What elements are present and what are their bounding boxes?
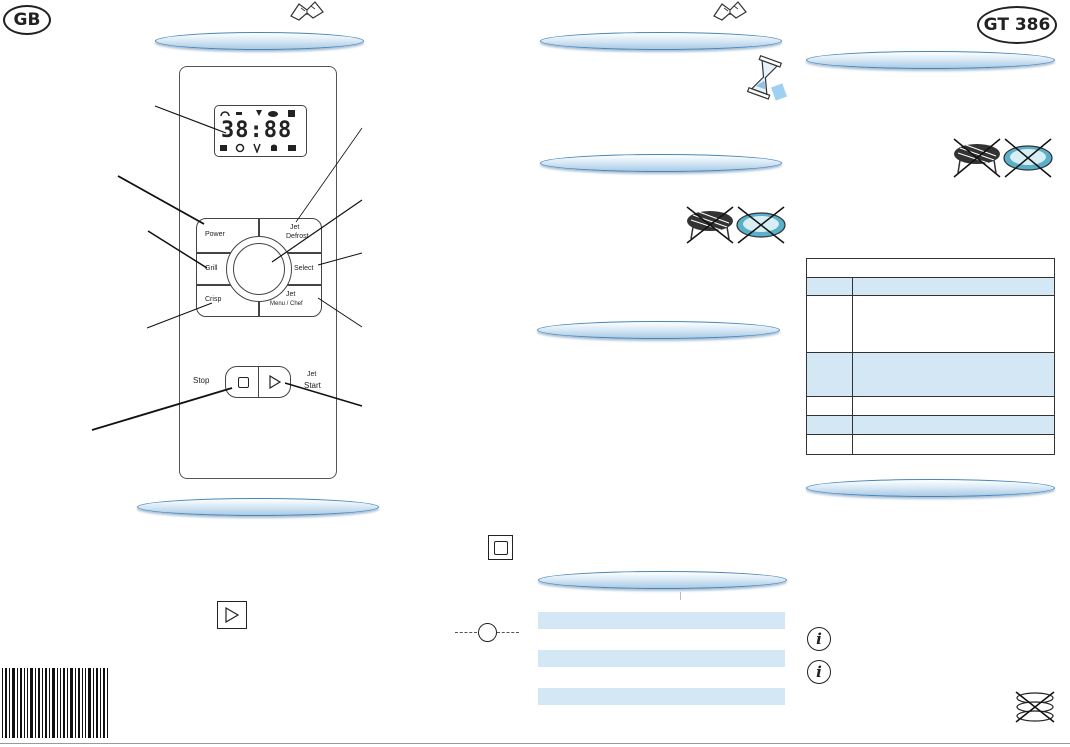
crisp-button-label: Crisp xyxy=(205,296,222,303)
crossed-out-dish-stack-icon xyxy=(1015,691,1055,723)
crossed-out-glass-plate-icon xyxy=(1003,138,1053,178)
section-header-bar xyxy=(537,321,780,339)
display-top-symbols xyxy=(220,110,295,117)
language-badge: GB xyxy=(3,5,51,35)
jet-defrost-label-1: Jet xyxy=(290,224,300,231)
table-row xyxy=(807,353,1054,397)
jet-menu-label-2: Menu / Chef xyxy=(270,301,303,307)
info-icon: i xyxy=(807,627,831,651)
manual-book-icon xyxy=(713,1,747,21)
power-button-label: Power xyxy=(205,231,225,238)
dotted-line-right xyxy=(497,632,519,633)
dotted-line-left xyxy=(455,632,477,633)
display-digits: 38:88 xyxy=(221,118,293,143)
page-bottom-rule xyxy=(0,743,1070,744)
column-divider-tick xyxy=(680,592,681,600)
info-icon: i xyxy=(807,660,831,684)
knob-icon xyxy=(478,623,497,642)
hourglass-icon xyxy=(746,55,788,101)
crossed-out-glass-plate-icon xyxy=(736,206,786,244)
section-header-bar xyxy=(806,51,1055,69)
play-triangle-icon xyxy=(269,375,282,389)
table-header-row xyxy=(807,258,1054,278)
multifunction-knob[interactable] xyxy=(233,243,285,295)
list-item xyxy=(538,612,785,629)
callout-lines xyxy=(91,105,363,431)
section-header-bar xyxy=(540,32,782,50)
jet-menu-label-1: Jet xyxy=(286,291,296,298)
section-header-bar xyxy=(806,479,1055,497)
stop-button[interactable] xyxy=(225,366,260,398)
table-row xyxy=(807,397,1054,416)
lcd-display: 38:88 xyxy=(214,105,307,157)
stop-square-icon xyxy=(488,535,513,560)
jet-menu-button[interactable]: Jet Menu / Chef xyxy=(259,285,322,317)
section-header-bar xyxy=(155,32,364,50)
grill-button-label: Grill xyxy=(205,265,218,272)
crisp-button[interactable]: Crisp xyxy=(196,285,259,317)
table-row xyxy=(807,435,1054,455)
crossed-out-rack-icon xyxy=(686,206,734,244)
manual-book-icon xyxy=(290,1,324,21)
table-row xyxy=(807,296,1054,353)
jet-start-label-1: Jet xyxy=(307,371,317,378)
stop-label: Stop xyxy=(193,376,210,385)
section-header-bar xyxy=(137,498,379,516)
section-header-bar xyxy=(538,571,787,589)
jet-start-label-2: Start xyxy=(304,381,321,390)
model-badge: GT 386 xyxy=(977,6,1057,44)
section-header-bar xyxy=(540,154,782,172)
list-item xyxy=(538,650,785,667)
settings-table xyxy=(806,258,1055,455)
table-row xyxy=(807,278,1054,296)
list-item xyxy=(538,688,785,705)
table-column-divider xyxy=(852,278,853,455)
display-bottom-symbols xyxy=(220,143,296,153)
start-button[interactable] xyxy=(258,366,291,398)
barcode xyxy=(2,668,108,738)
table-row xyxy=(807,416,1054,435)
jet-defrost-label-2: Defrost xyxy=(286,233,309,240)
crossed-out-rack-icon xyxy=(953,138,1001,178)
stop-square-icon xyxy=(238,377,249,388)
play-triangle-icon xyxy=(217,601,247,629)
select-button-label: Select xyxy=(294,265,314,272)
